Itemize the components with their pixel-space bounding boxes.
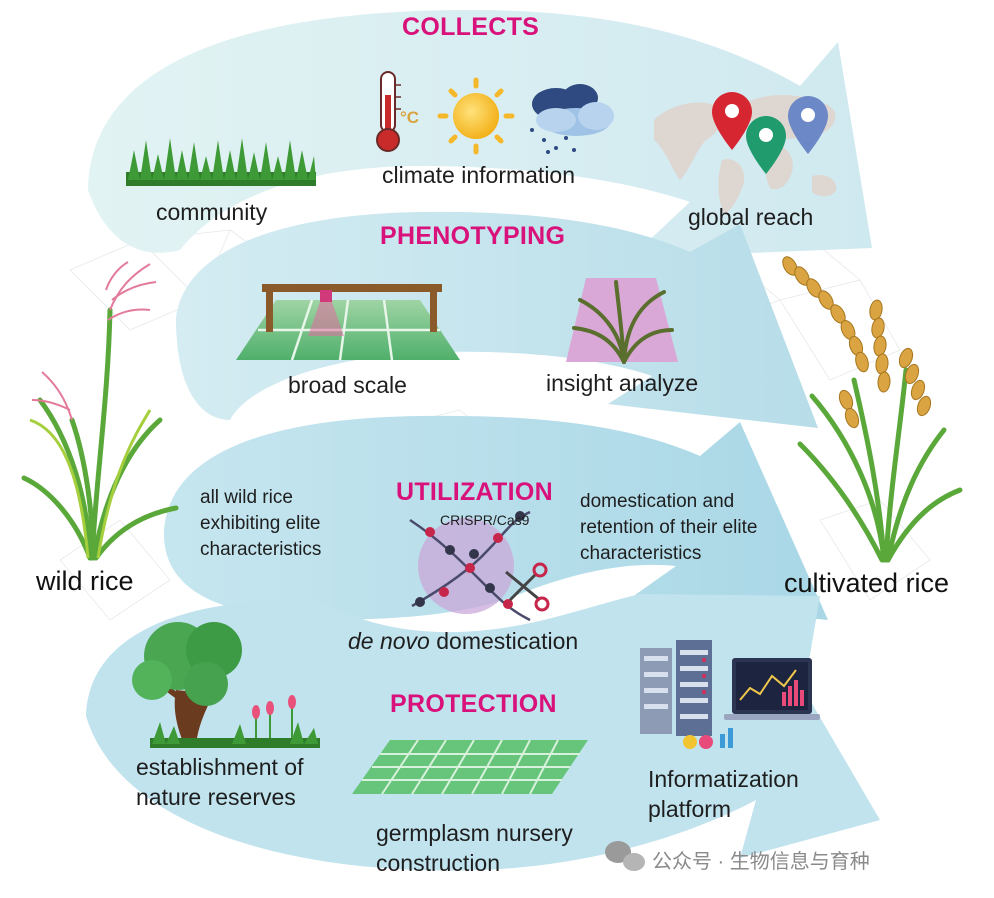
cultivated-rice-plant-icon <box>782 256 963 563</box>
scissors-icon <box>505 562 550 612</box>
label-all-wild-rice: all wild rice exhibiting elite character… <box>200 487 322 560</box>
wechat-logo-icon <box>605 841 645 871</box>
de-novo-italic: de novo <box>348 628 430 654</box>
label-insight-analyze: insight analyze <box>546 370 699 396</box>
dna-scissors-icon <box>409 510 550 622</box>
wild-rice-plant-icon <box>21 261 179 561</box>
heading-protection: PROTECTION <box>390 690 557 718</box>
label-crispr-cas9: CRISPR/Cas9 <box>440 512 530 528</box>
label-global-reach: global reach <box>688 204 814 230</box>
tree-icon <box>132 622 242 744</box>
label-cultivated-rice: cultivated rice <box>784 568 950 598</box>
heading-collects: COLLECTS <box>402 13 540 41</box>
server-rack-icon <box>640 640 712 736</box>
grass-icon <box>126 138 316 186</box>
nursery-field-icon <box>352 739 588 795</box>
label-domestication-retention: domestication and retention of their eli… <box>580 491 758 564</box>
label-informatization-platform: Informatization platform <box>648 766 799 822</box>
heading-phenotyping: PHENOTYPING <box>380 222 566 250</box>
label-climate-information: climate information <box>382 162 576 188</box>
label-de-novo-domestication: de novo domestication <box>348 628 578 655</box>
location-pin-blue-icon <box>788 96 828 154</box>
plant-analysis-icon <box>566 278 678 364</box>
sun-icon <box>437 77 515 155</box>
flowers-icon <box>150 695 320 748</box>
thermometer-icon <box>376 71 401 152</box>
laptop-analytics-icon <box>683 658 820 749</box>
temperature-unit: °C <box>400 108 420 127</box>
label-nature-reserves: establishment of nature reserves <box>136 754 304 810</box>
phenotyping-arrow <box>176 211 818 428</box>
heading-utilization: UTILIZATION <box>396 478 553 506</box>
field-scanner-icon <box>236 284 460 361</box>
utilization-arrow <box>163 415 828 620</box>
rain-cloud-icon <box>530 84 614 154</box>
domestication-word: domestication <box>429 628 579 654</box>
location-pin-red-icon <box>712 92 752 150</box>
watermark-text: 公众号 · 生物信息与育种 <box>652 851 870 873</box>
label-broad-scale: broad scale <box>288 372 407 398</box>
label-wild-rice: wild rice <box>36 566 134 596</box>
label-germplasm-nursery: germplasm nursery construction <box>376 820 573 876</box>
label-community: community <box>156 199 268 225</box>
location-pin-green-icon <box>746 116 786 174</box>
